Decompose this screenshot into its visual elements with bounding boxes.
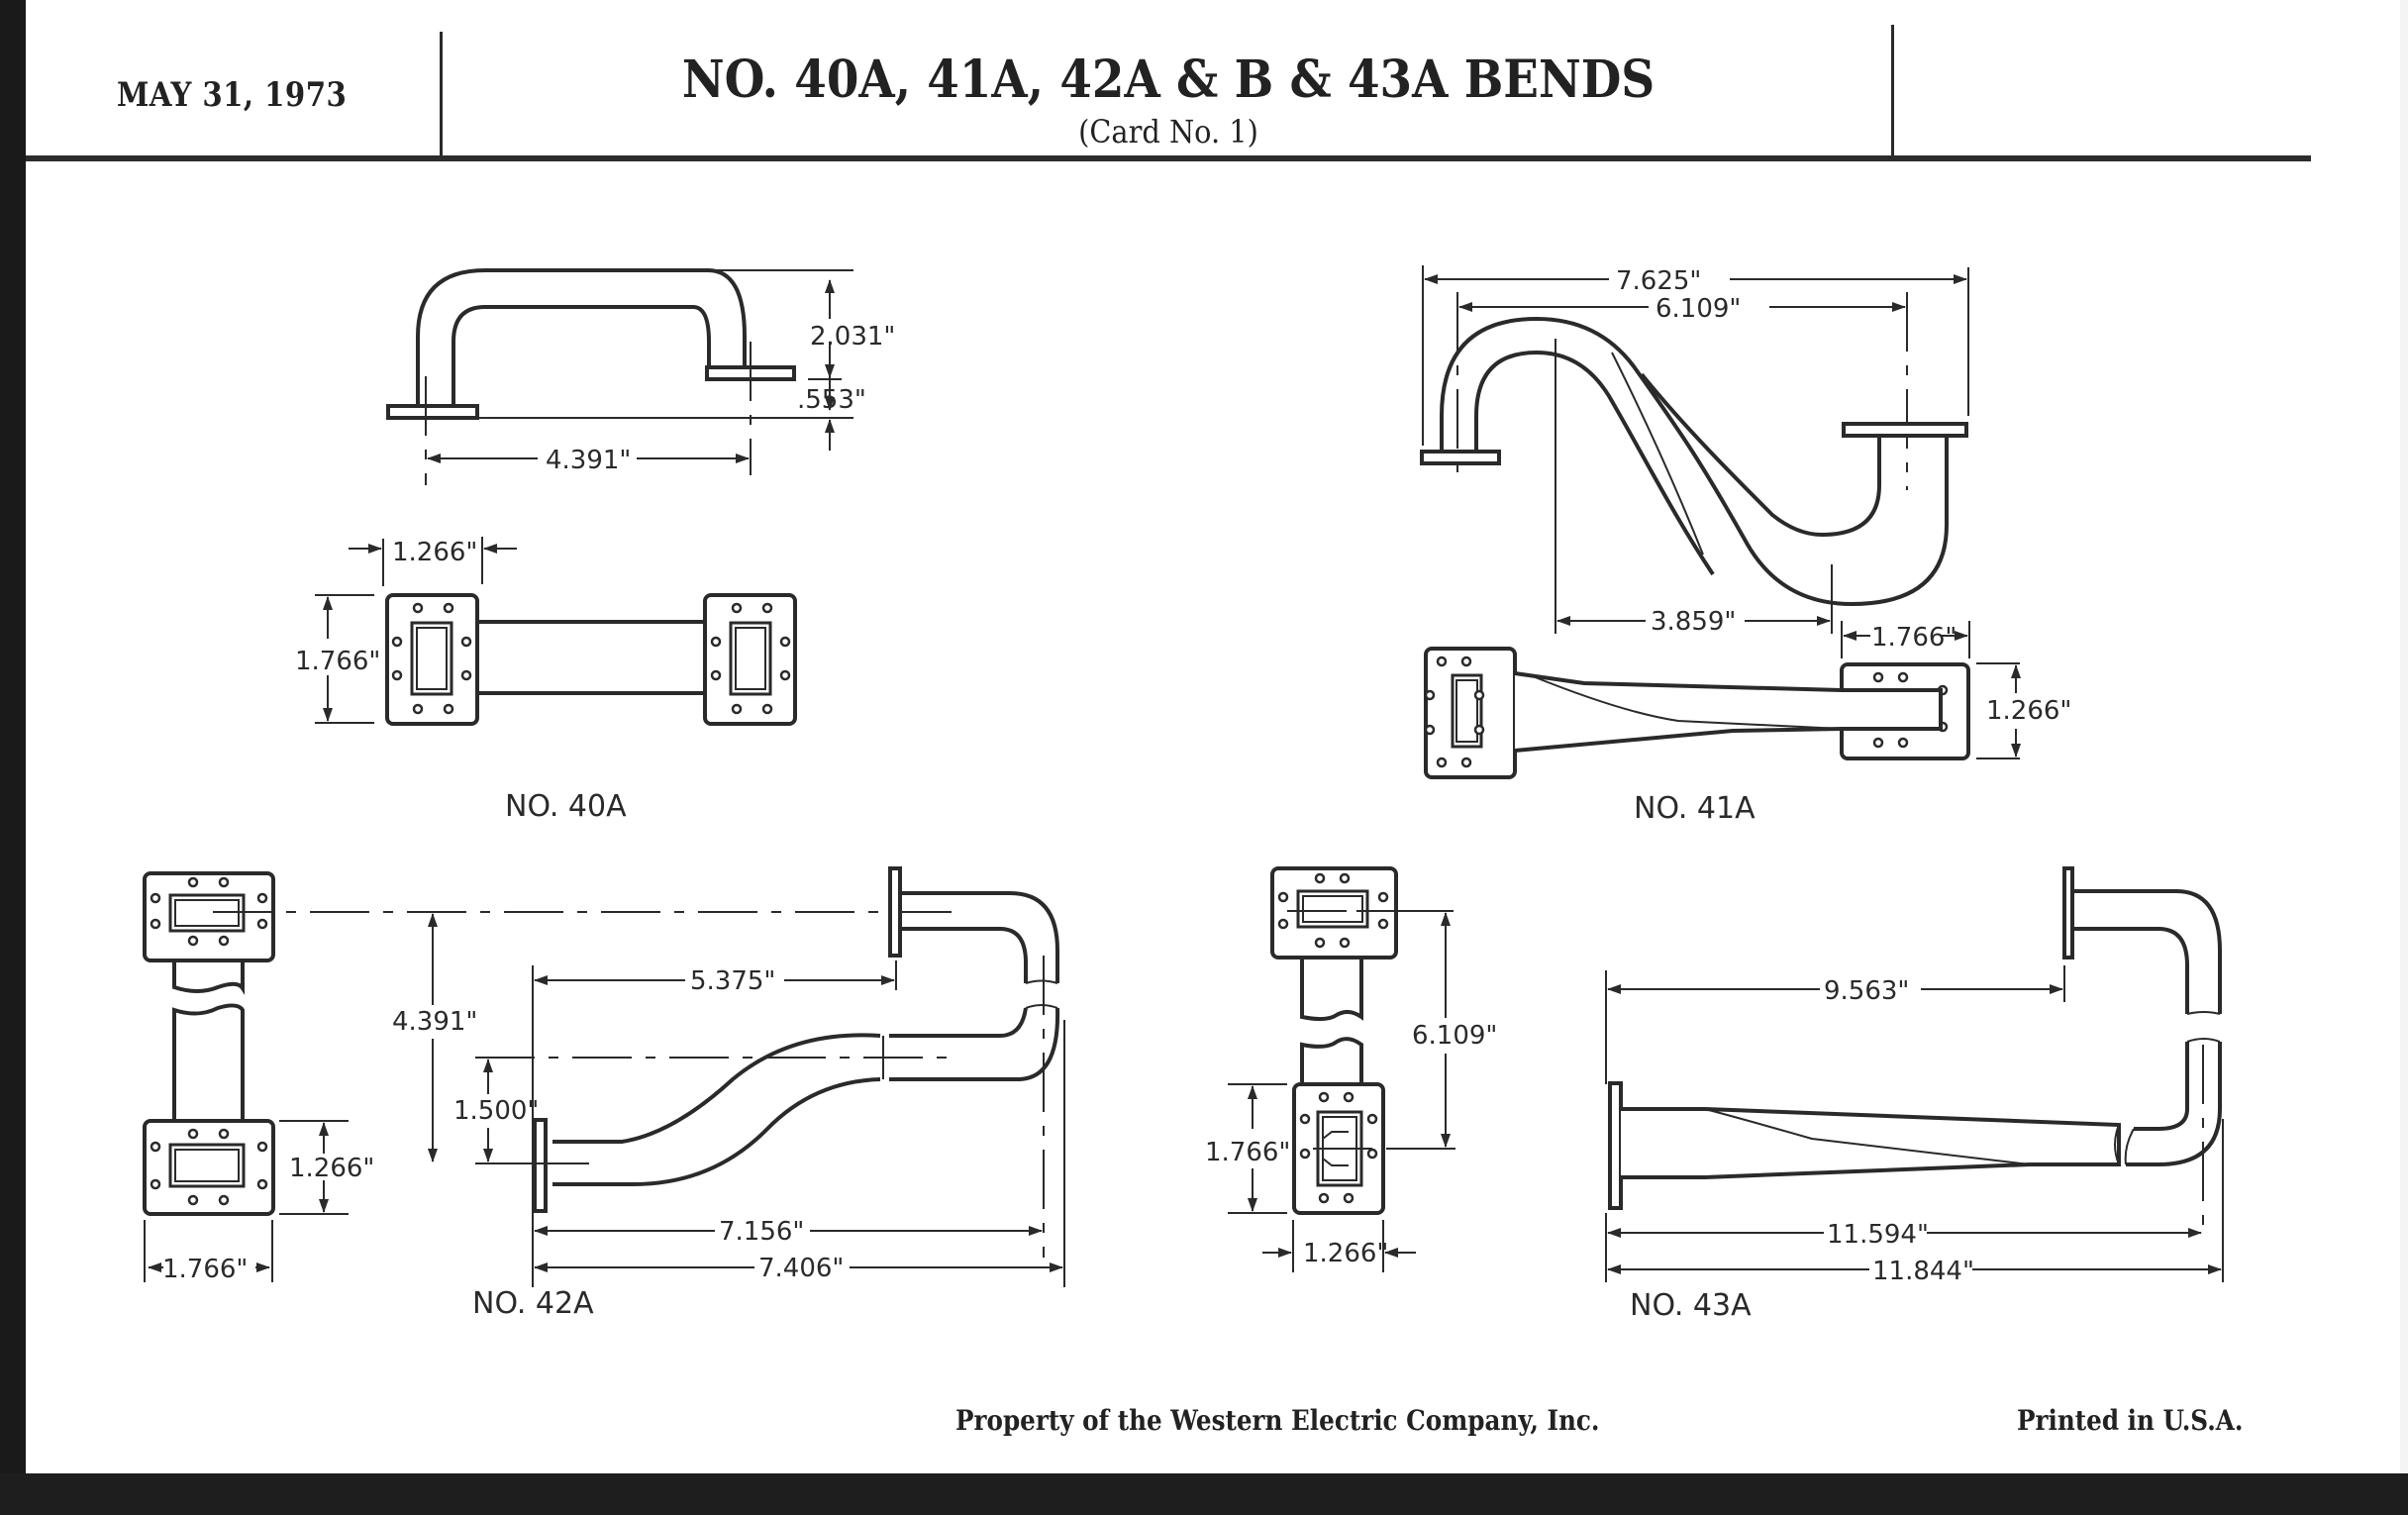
twist-line bbox=[1611, 352, 1704, 556]
bend-42a-label: NO. 42A bbox=[472, 1286, 594, 1321]
waveguide-outer bbox=[416, 268, 747, 414]
waveguide-upper-outer bbox=[900, 891, 1059, 983]
waveguide-inner bbox=[1474, 350, 1715, 576]
waveguide-lower-inner bbox=[2134, 1042, 2189, 1131]
flange-upper bbox=[888, 866, 902, 958]
dim-drop: 3.859" bbox=[1651, 607, 1736, 637]
card-subtitle: (Card No. 1) bbox=[1078, 113, 1258, 151]
bend-43a-label: NO. 43A bbox=[1630, 1288, 1752, 1323]
s-bend-outer bbox=[552, 1033, 881, 1144]
dim-flange-height: 1.266" bbox=[289, 1154, 374, 1183]
bend-40a-side-view: 2.031" .553" 4.391" bbox=[386, 268, 895, 485]
waveguide-break bbox=[1300, 1037, 1363, 1084]
flange-lower bbox=[533, 1118, 548, 1213]
card-title: NO. 40A, 41A, 42A & B & 43A BENDS bbox=[681, 50, 1656, 110]
bend-41a-top-view: 1.766" 1.266" bbox=[1424, 621, 2071, 779]
dim-overall: 7.625" bbox=[1616, 266, 1701, 296]
dim-offset: .553" bbox=[797, 385, 866, 415]
bend-43a-end-view: 6.109" 1.766" 1.266" bbox=[1205, 866, 1497, 1272]
bend-40a: 2.031" .553" 4.391" 1.266" 1.766" bbox=[295, 268, 895, 824]
header-rule bbox=[26, 155, 2311, 161]
dim-reach: 9.563" bbox=[1824, 976, 1909, 1006]
bend-41a: 7.625" 6.109" 3.859" 1.766" bbox=[1420, 265, 2071, 826]
card-date: MAY 31, 1973 bbox=[117, 75, 348, 115]
flange-right bbox=[1842, 422, 1968, 438]
waveguide-break bbox=[1300, 958, 1363, 1022]
dim-vertical: 4.391" bbox=[392, 1007, 477, 1037]
flange-left bbox=[386, 404, 479, 420]
break-line bbox=[2124, 1128, 2135, 1165]
dim-flange-width: 1.266" bbox=[1303, 1239, 1388, 1268]
scan-border-left bbox=[0, 0, 26, 1515]
bend-43a-side-view: 9.563" 11.594" 11.844" bbox=[1605, 866, 2224, 1286]
dim-flange-height: 1.766" bbox=[295, 647, 380, 676]
break-line bbox=[1025, 979, 1058, 984]
waveguide-twist bbox=[1514, 671, 1943, 753]
bend-42a-side-view: 4.391" 1.500" 5.375" 7.156" 7.406" bbox=[213, 866, 1065, 1287]
flange-face-left bbox=[385, 593, 479, 726]
bend-42a-end-view: 1.266" 1.766" bbox=[143, 871, 374, 1284]
waveguide-inner-twist bbox=[1640, 372, 1881, 538]
dim-centers: 7.156" bbox=[719, 1217, 804, 1247]
bend-41a-side-view: 7.625" 6.109" 3.859" bbox=[1420, 265, 1969, 637]
flange-upper bbox=[2062, 866, 2074, 960]
waveguide-break bbox=[172, 1003, 245, 1121]
dim-height: 2.031" bbox=[810, 322, 895, 352]
bend-42a: 1.266" 1.766" 4.391" bbox=[143, 866, 1065, 1321]
scan-border-bottom bbox=[0, 1473, 2408, 1515]
waveguide-upper-inner bbox=[2072, 927, 2189, 1014]
footer-printed: Printed in U.S.A. bbox=[2017, 1404, 2244, 1437]
dim-flange-width: 1.766" bbox=[162, 1255, 248, 1284]
scan-border-right bbox=[2400, 0, 2408, 1475]
dim-centers: 6.109" bbox=[1656, 294, 1741, 324]
flange-face-bottom bbox=[143, 1119, 275, 1216]
twist-line bbox=[1704, 1108, 2031, 1165]
dim-flange-width: 1.266" bbox=[392, 538, 477, 567]
dim-centers: 4.391" bbox=[546, 446, 631, 475]
dim-centers: 11.594" bbox=[1827, 1220, 1929, 1250]
bend-41a-label: NO. 41A bbox=[1634, 791, 1756, 826]
flange-face-top bbox=[143, 871, 275, 962]
dim-flange-width: 1.766" bbox=[1871, 623, 1956, 653]
dim-vertical: 6.109" bbox=[1412, 1021, 1497, 1051]
waveguide-lower-inner bbox=[889, 1007, 1028, 1038]
flange-face-right bbox=[703, 593, 797, 726]
waveguide-upper-inner bbox=[900, 927, 1028, 983]
dim-reach: 5.375" bbox=[690, 966, 775, 996]
break-line bbox=[2186, 1011, 2221, 1015]
flange-face-left bbox=[1424, 647, 1517, 779]
bend-43a: 6.109" 1.766" 1.266" bbox=[1205, 866, 2224, 1323]
waveguide-lower-outer bbox=[889, 1007, 1060, 1081]
flange-face-top bbox=[1270, 866, 1398, 960]
break-line bbox=[2186, 1038, 2221, 1043]
waveguide-upper-outer bbox=[2072, 889, 2222, 1014]
dim-offset: 1.500" bbox=[453, 1096, 539, 1126]
twist-line bbox=[1532, 675, 1843, 730]
break-line bbox=[2114, 1124, 2120, 1165]
s-bend-inner bbox=[552, 1077, 881, 1186]
flange-lower bbox=[1608, 1081, 1623, 1210]
footer-ownership: Property of the Western Electric Company… bbox=[955, 1404, 1600, 1437]
dim-overall: 11.844" bbox=[1872, 1257, 1974, 1286]
header-divider-right bbox=[1891, 25, 1894, 156]
flange-left bbox=[1420, 450, 1501, 465]
waveguide-twist bbox=[1621, 1107, 2121, 1179]
waveguide-outer bbox=[1440, 316, 1949, 607]
dim-flange-height: 1.766" bbox=[1205, 1138, 1290, 1167]
waveguide-break bbox=[172, 960, 245, 995]
header-divider-left bbox=[440, 32, 443, 158]
dim-overall: 7.406" bbox=[758, 1254, 844, 1283]
waveguide-inner bbox=[452, 305, 711, 414]
dim-flange-height: 1.266" bbox=[1986, 696, 2071, 726]
waveguide-lower-outer bbox=[2126, 1042, 2222, 1166]
bend-40a-label: NO. 40A bbox=[505, 789, 627, 824]
bend-40a-top-view: 1.266" 1.766" bbox=[295, 537, 797, 726]
break-line bbox=[1025, 1004, 1058, 1009]
